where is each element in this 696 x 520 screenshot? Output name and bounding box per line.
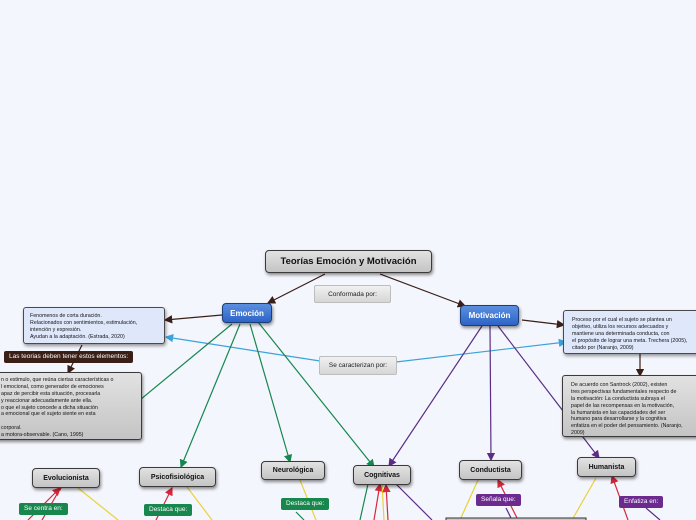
root-node[interactable]: Teorías Emoción y Motivación	[265, 250, 432, 273]
link-root-motivacion	[379, 273, 467, 308]
motivacion-definition[interactable]: Proceso por el cual el sujeto se plantea…	[563, 310, 696, 354]
emocion-elements-tag[interactable]: Las teorias deben tener estos elementos:	[4, 351, 134, 363]
emocion-elements[interactable]: n o estimulo, que reúna ciertas caracter…	[0, 372, 142, 440]
emocion-label: Emoción	[230, 308, 264, 318]
link-motivacion-cognitivas	[388, 325, 483, 467]
tag-destaca-2[interactable]: Destaca que:	[281, 498, 330, 510]
theory-cognitivas[interactable]: Cognitivas	[353, 465, 411, 485]
link-emocion-neurologica	[249, 323, 293, 464]
link-char-right	[395, 338, 568, 363]
link-motivacion-conductista	[486, 325, 496, 462]
root-link-label[interactable]: Conformada por:	[314, 285, 391, 303]
middle-link-label[interactable]: Se caracterizan por:	[319, 356, 397, 375]
motivacion-label: Motivación	[468, 311, 511, 320]
link-emocion-cognitivas	[257, 321, 375, 468]
emocion-node[interactable]: Emoción	[222, 303, 272, 323]
motivacion-perspectives[interactable]: De acuerdo con Santrock (2002), existen …	[562, 375, 696, 437]
link-emocion-def	[163, 314, 223, 324]
theory-psicofisiologica[interactable]: Psicofisiológica	[139, 467, 216, 487]
link-char-left	[164, 333, 321, 362]
motivacion-node[interactable]: Motivación	[460, 305, 519, 326]
tag-se-centra[interactable]: Se centra en:	[19, 503, 68, 515]
emocion-definition[interactable]: Fenomenos de corta duración. Relacionado…	[23, 307, 165, 344]
root-label: Teorías Emoción y Motivación	[280, 256, 417, 267]
tag-destaca-1[interactable]: Destaca que:	[144, 504, 193, 516]
tag-enfatiza[interactable]: Enfatiza en:	[619, 496, 664, 508]
theory-humanista[interactable]: Humanista	[577, 457, 636, 477]
theory-evolucionista[interactable]: Evolucionista	[32, 468, 100, 488]
middle-link-text: Se caracterizan por:	[328, 362, 388, 369]
link-motivacion-def	[521, 319, 566, 329]
tag-senala[interactable]: Señala que:	[476, 494, 521, 506]
theory-conductista[interactable]: Conductista	[459, 460, 522, 480]
root-link-text: Conformada por:	[328, 290, 377, 298]
link-emocion-psicofisiologica	[179, 323, 241, 469]
link-root-emocion	[266, 273, 326, 304]
theory-neurologica[interactable]: Neurológica	[261, 461, 325, 480]
